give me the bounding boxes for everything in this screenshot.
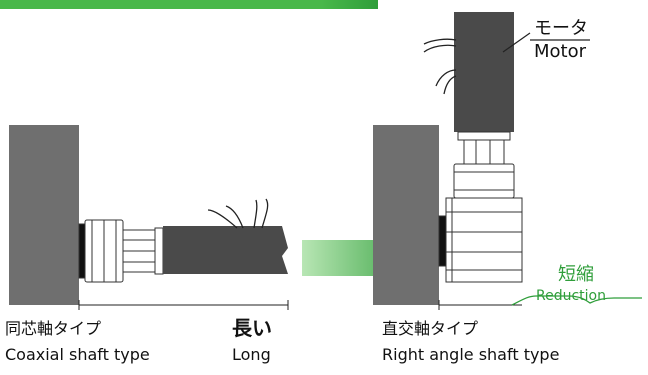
motor-label-jp: モータ (534, 18, 588, 39)
coaxial-motor (163, 198, 288, 274)
coaxial-label-jp: 同芯軸タイプ (5, 319, 102, 338)
motor-leader-line (502, 32, 531, 53)
reduction-label-jp: 短縮 (558, 264, 594, 285)
right-angle-label-en: Right angle shaft type (382, 345, 560, 364)
right-angle-label-jp: 直交軸タイプ (382, 319, 479, 338)
motor-label-en: Motor (534, 41, 587, 62)
top-accent-bar (0, 0, 378, 9)
left-wall (9, 125, 79, 305)
right-angle-gearhead (438, 131, 523, 283)
reduction-bracket (511, 295, 642, 306)
coaxial-label-en: Coaxial shaft type (5, 345, 150, 364)
right-angle-motor (423, 12, 514, 132)
reduction-label-en: Reduction (536, 288, 606, 304)
right-wall (373, 125, 439, 305)
coaxial-gearhead (78, 219, 164, 283)
long-label-jp: 長い (232, 316, 272, 340)
long-label-en: Long (232, 345, 271, 364)
